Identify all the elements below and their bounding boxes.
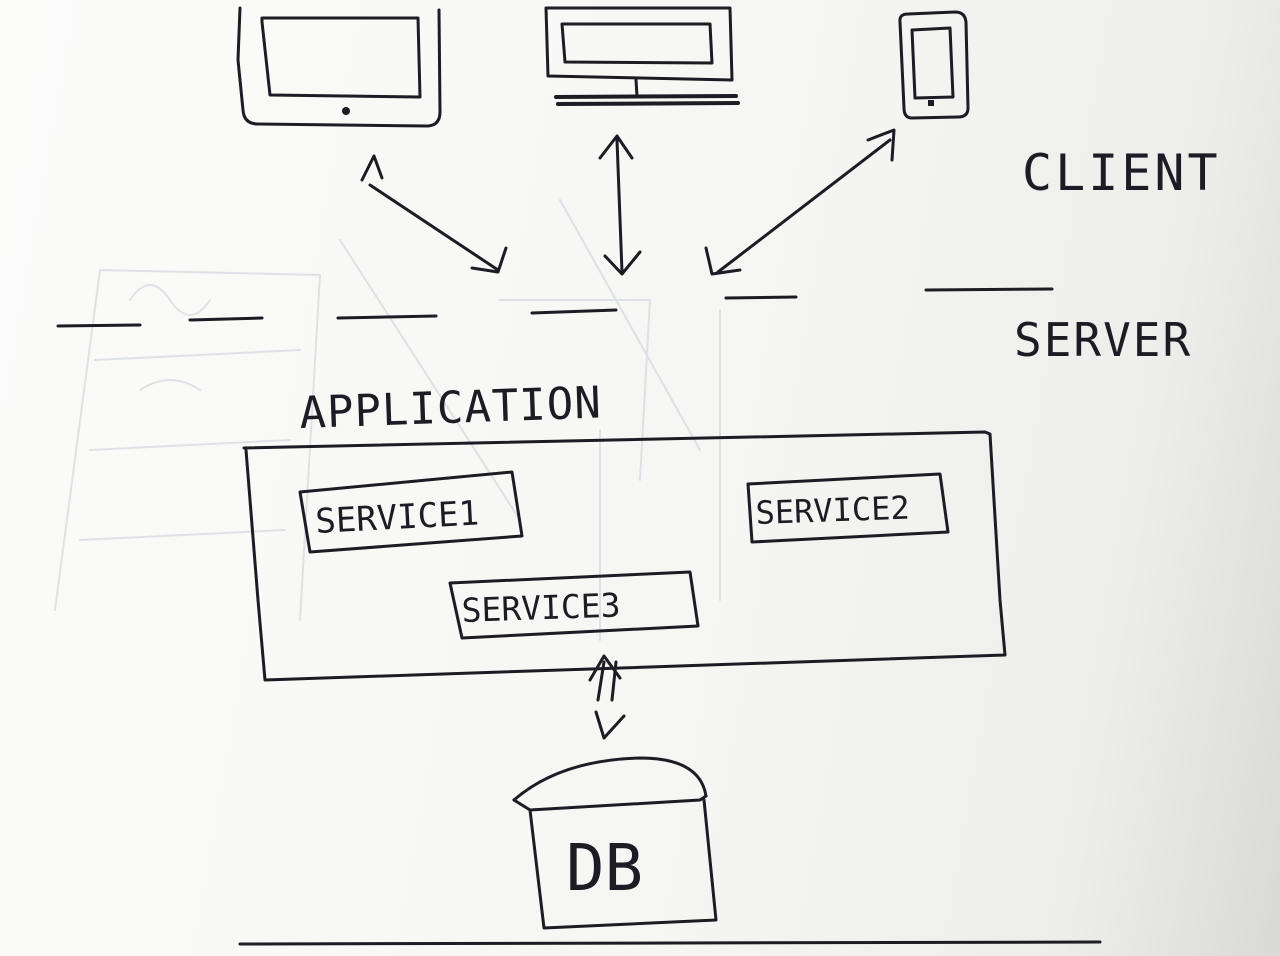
database-connection-arrow: [588, 654, 626, 740]
desktop-monitor-icon: [544, 6, 740, 106]
service3-box: SERVICE3: [448, 570, 700, 640]
mobile-phone-icon: [898, 10, 970, 120]
client-label: CLIENT: [1022, 144, 1221, 202]
database-icon: DB: [512, 756, 718, 930]
service2-box: SERVICE2: [746, 472, 950, 544]
phone-connection-arrow: [704, 128, 896, 276]
paper-edge: [238, 940, 1102, 946]
service1-label: SERVICE1: [314, 493, 480, 542]
application-container: [242, 430, 1007, 682]
server-label: SERVER: [1014, 313, 1192, 367]
service1-box: SERVICE1: [298, 470, 524, 554]
desktop-connection-arrow: [598, 134, 642, 276]
application-label: APPLICATION: [299, 377, 603, 439]
service3-label: SERVICE3: [461, 585, 621, 630]
db-label: DB: [566, 832, 643, 906]
tablet-connection-arrow: [360, 154, 508, 274]
client-server-boundary: [56, 287, 1054, 328]
tablet-icon: [236, 6, 442, 128]
service2-label: SERVICE2: [755, 489, 910, 532]
